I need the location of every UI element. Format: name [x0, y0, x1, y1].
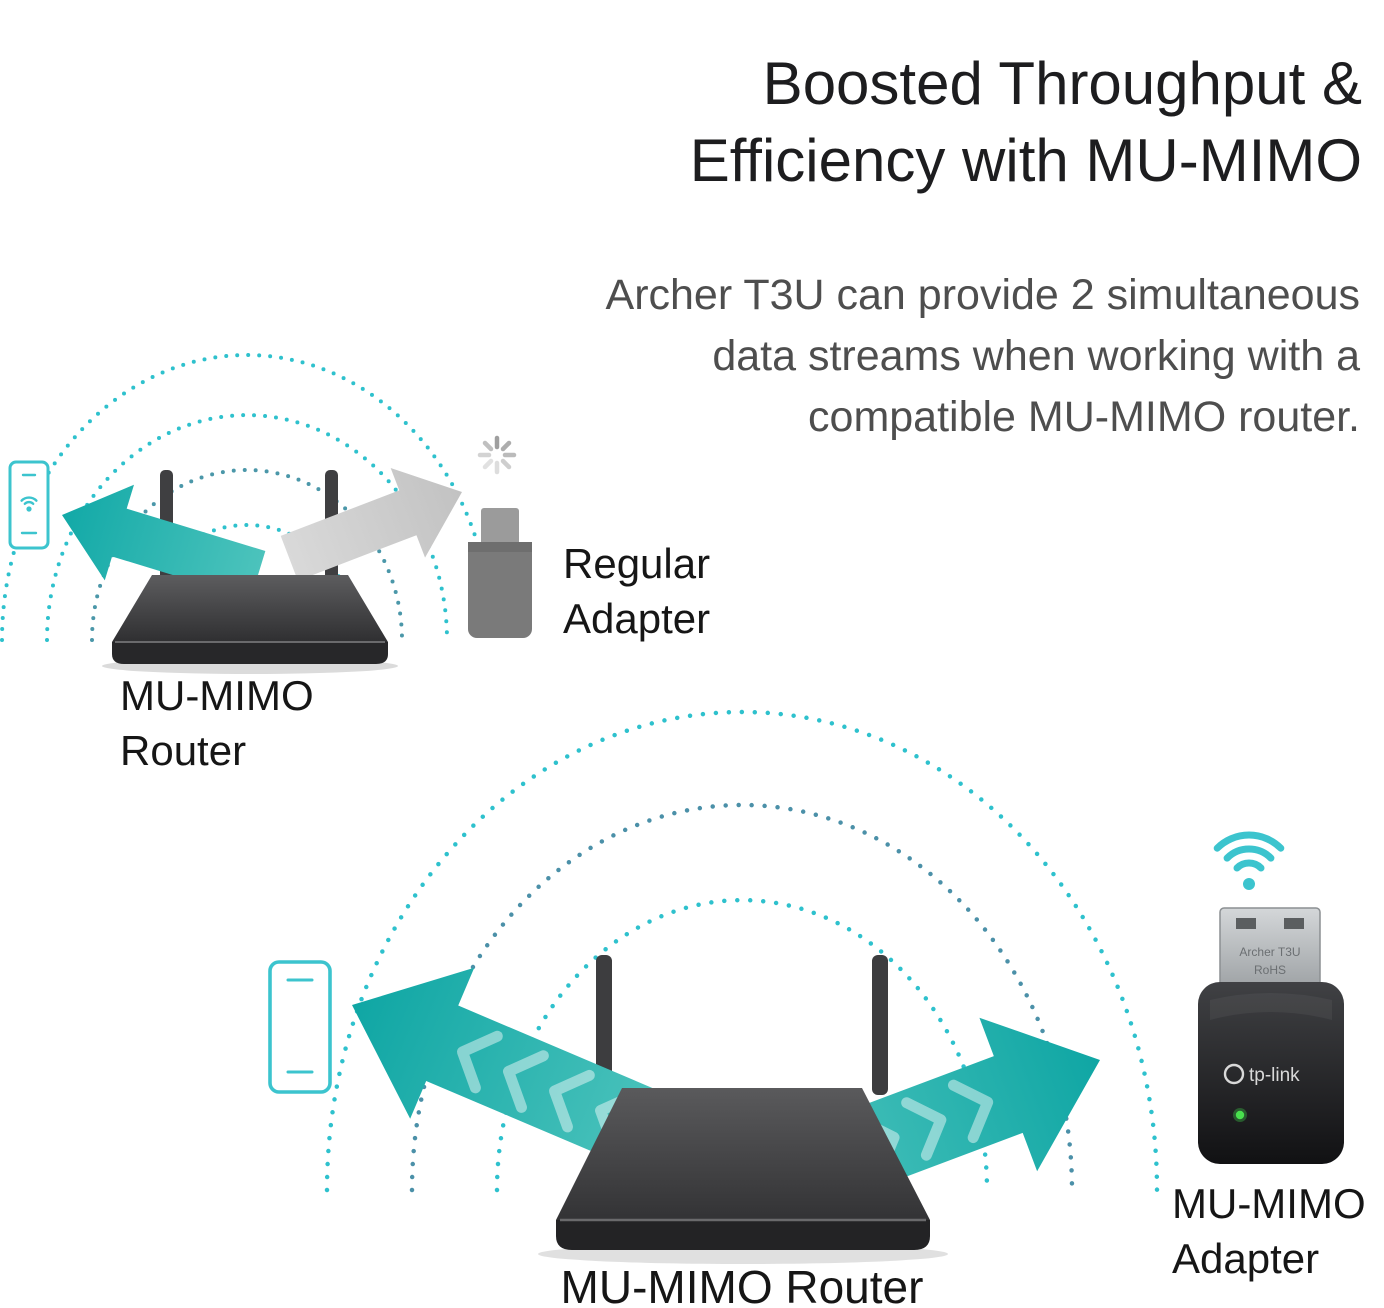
regular-adapter-label: Regular Adapter [563, 536, 710, 647]
wifi-signal-icon [20, 496, 38, 505]
gray-arrow-right [280, 467, 462, 581]
phone-icon [268, 960, 332, 1094]
tp-link-logo-icon [1223, 1063, 1245, 1085]
phone-icon [8, 460, 50, 550]
title-line-1: Boosted Throughput & [762, 50, 1362, 118]
regular-adapter-label-line-2: Adapter [563, 595, 711, 643]
adapter-rohs-marking: RoHS [1254, 963, 1286, 977]
subtitle-line-3: compatible MU-MIMO router. [808, 393, 1360, 442]
tp-link-logo-text: tp-link [1249, 1065, 1300, 1086]
bottom-router-label: MU-MIMO Router [560, 1261, 924, 1308]
loading-spinner-icon [477, 435, 517, 475]
led-indicator [1235, 1110, 1245, 1120]
top-router-label-line-2: Router [120, 727, 247, 775]
regular-adapter-icon [468, 508, 532, 638]
adapter-model-marking: Archer T3U [1239, 945, 1300, 959]
mumimo-adapter-icon: Archer T3U RoHS tp-link [1198, 907, 1344, 1164]
bottom-scene-illustration: Archer T3U RoHS tp-link [268, 709, 1344, 1264]
router-icon [538, 1088, 948, 1264]
mumimo-adapter-label: MU-MIMO Adapter [1172, 1176, 1366, 1287]
subtitle-line-2: data streams when working with a [712, 332, 1360, 381]
mumimo-adapter-label-line-2: Adapter [1172, 1235, 1320, 1283]
wifi-signal-icon [1213, 831, 1285, 890]
top-scene-illustration [0, 353, 532, 674]
title-line-2: Efficiency with MU-MIMO [689, 126, 1362, 194]
regular-adapter-label-line-1: Regular [563, 540, 711, 587]
page-title: Boosted Throughput & Efficiency with MU-… [402, 46, 1362, 200]
router-antennas [596, 955, 888, 1095]
top-router-label: MU-MIMO Router [120, 668, 314, 779]
subtitle: Archer T3U can provide 2 simultaneous da… [400, 265, 1360, 448]
subtitle-line-1: Archer T3U can provide 2 simultaneous [605, 271, 1360, 319]
teal-arrow-left [62, 484, 266, 599]
mumimo-adapter-label-line-1: MU-MIMO [1172, 1180, 1366, 1227]
top-router-label-line-1: MU-MIMO [120, 672, 314, 719]
router-icon [102, 575, 398, 674]
